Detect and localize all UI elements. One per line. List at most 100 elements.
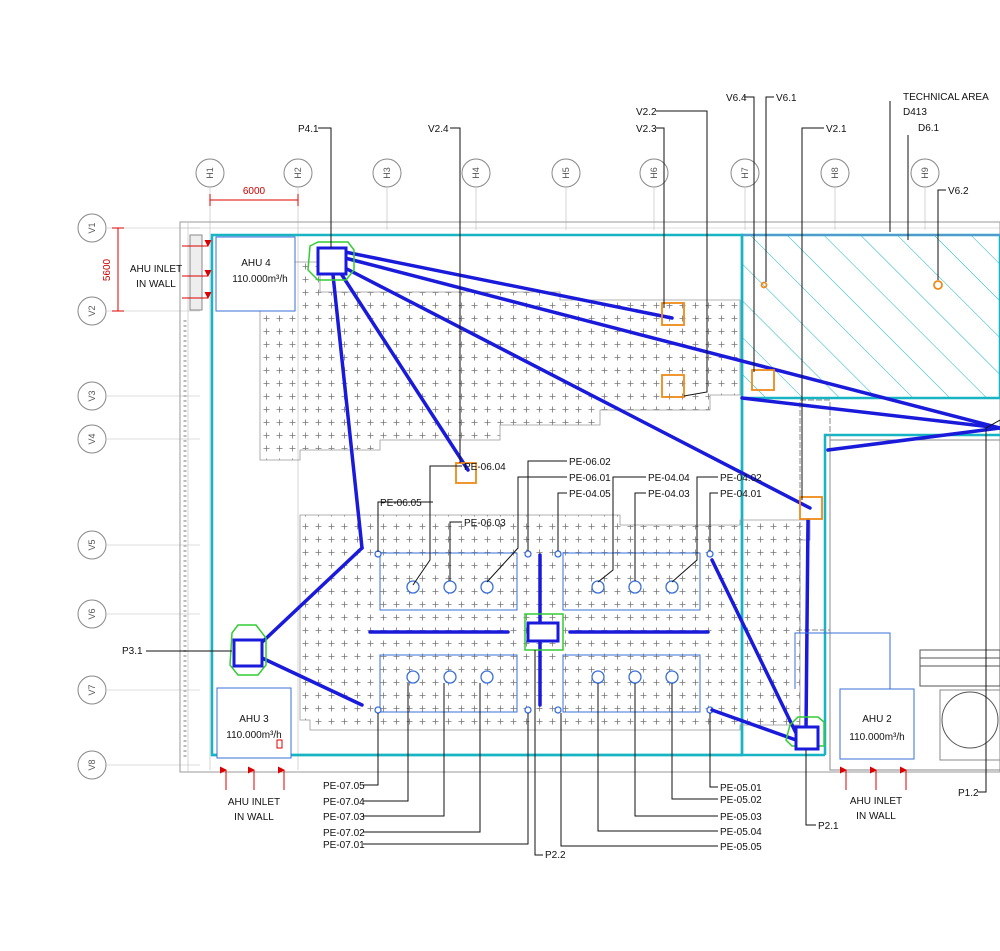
callout-pe0603: PE-06.03 [449,518,506,581]
grid-col-h6: H6 [639,158,669,230]
svg-text:V3: V3 [87,390,97,401]
callout-pe0405: PE-04.05 [557,489,611,551]
diffuser [480,670,494,684]
diffuser [443,670,457,684]
svg-text:110.000m³/h: 110.000m³/h [232,274,287,285]
svg-text:H1: H1 [205,167,215,179]
svg-text:PE-06.03: PE-06.03 [464,518,506,529]
grid-col-h3: H3 [372,158,402,230]
grid-row-v8: V8 [77,750,200,780]
ahu-2-unit[interactable]: AHU 2 110.000m³/h [839,688,915,760]
ahu-3-unit[interactable]: AHU 3 110.000m³/h [216,687,292,759]
diffuser [480,580,494,594]
dimension-6000-label: 6000 [243,186,266,197]
dimension-vertical: 5600 [102,227,124,312]
svg-text:PE-05.03: PE-05.03 [720,812,762,823]
svg-text:AHU 3: AHU 3 [239,714,269,725]
svg-text:H9: H9 [920,167,930,179]
callout-pe0403: PE-04.03 [634,489,690,581]
callout-p31: P3.1 [122,646,232,657]
grid-col-h1: H1 [195,158,225,770]
svg-text:D413: D413 [903,107,927,118]
svg-text:PE-06.02: PE-06.02 [569,457,611,468]
shaft-p21-box[interactable] [785,716,825,751]
svg-text:V7: V7 [87,684,97,695]
dimension-5600-label: 5600 [102,258,113,281]
svg-text:PE-07.02: PE-07.02 [323,828,365,839]
callout-p22: P2.2 [534,650,566,861]
callout-pe0501: PE-05.01 [709,713,762,794]
diffuser [443,580,457,594]
diffuser [591,580,605,594]
building-walls [179,221,1000,773]
svg-text:PE-07.03: PE-07.03 [323,812,365,823]
callout-v61: V6.1 [765,93,797,282]
svg-text:PE-05.01: PE-05.01 [720,783,762,794]
callout-pe0401: PE-04.01 [709,489,762,551]
diffuser [406,580,420,594]
risers [455,280,943,520]
duct-network [256,250,1000,742]
ahu-4-unit[interactable]: AHU 4 110.000m³/h [215,236,296,312]
technical-area-label: TECHNICAL AREA D413 D6.1 [889,92,989,240]
grid-col-h5: H5 [551,158,581,230]
callout-v62: V6.2 [937,186,969,280]
svg-text:V6.2: V6.2 [948,186,969,197]
svg-text:AHU INLET: AHU INLET [130,264,182,275]
ahu-2-duct-outline [794,632,891,689]
callout-pe0605: PE-06.05 [377,498,433,552]
callout-pe0502: PE-05.02 [671,683,762,806]
svg-text:V8: V8 [87,759,97,770]
riser-v23 [661,374,685,398]
svg-text:H8: H8 [830,167,840,179]
svg-text:P2.1: P2.1 [818,821,839,832]
svg-text:V6: V6 [87,608,97,619]
svg-text:V6.1: V6.1 [776,93,797,104]
callout-v24: V2.4 [428,124,461,463]
svg-text:H6: H6 [649,167,659,179]
callout-v22: V2.2 [636,107,708,397]
callout-pe0703: PE-07.03 [323,683,445,823]
grid-row-v3: V3 [77,381,200,411]
riser-v21 [799,496,823,520]
grid-col-h7: H7 [730,158,760,230]
svg-text:PE-06.05: PE-06.05 [380,498,422,509]
svg-text:PE-04.05: PE-04.05 [569,489,611,500]
shaft-p31-box[interactable] [229,624,267,676]
callout-pe0404: PE-04.04 [597,473,690,583]
callout-v21: V2.1 [801,124,847,500]
inlet-label-ahu3: AHU INLET IN WALL [228,797,280,823]
dimension-horizontal: 6000 [209,186,299,206]
svg-text:V2.4: V2.4 [428,124,449,135]
svg-text:AHU INLET: AHU INLET [850,796,902,807]
grid-rows: V1 V2 V3 V4 V5 V6 V7 V8 [77,213,200,780]
svg-text:110.000m³/h: 110.000m³/h [226,730,281,741]
svg-text:TECHNICAL AREA: TECHNICAL AREA [903,92,989,103]
callout-p41: P4.1 [298,124,332,248]
shaft-p41-box[interactable] [307,241,355,281]
grid-col-h9: H9 [910,158,940,230]
svg-text:PE-06.04: PE-06.04 [464,462,506,473]
diffuser [628,580,642,594]
svg-text:AHU 4: AHU 4 [241,258,271,269]
diffuser-zones [379,552,701,713]
svg-text:AHU 2: AHU 2 [862,714,892,725]
svg-text:IN WALL: IN WALL [136,279,176,290]
svg-text:PE-05.02: PE-05.02 [720,795,762,806]
grid-col-h8: H8 [820,158,850,230]
svg-text:IN WALL: IN WALL [856,811,896,822]
callout-pe0705: PE-07.05 [323,713,379,792]
svg-text:V5: V5 [87,539,97,550]
riser-v64 [751,369,775,391]
riser-v24 [455,462,477,484]
diffuser [665,580,679,594]
svg-text:PE-04.03: PE-04.03 [648,489,690,500]
callout-pe0505: PE-05.05 [560,713,762,853]
shaft-p22-box[interactable] [524,613,564,651]
svg-text:AHU INLET: AHU INLET [228,797,280,808]
svg-text:PE-07.04: PE-07.04 [323,797,365,808]
svg-text:H2: H2 [293,167,303,179]
svg-text:D6.1: D6.1 [918,123,940,134]
grid-row-v6: V6 [77,599,200,629]
